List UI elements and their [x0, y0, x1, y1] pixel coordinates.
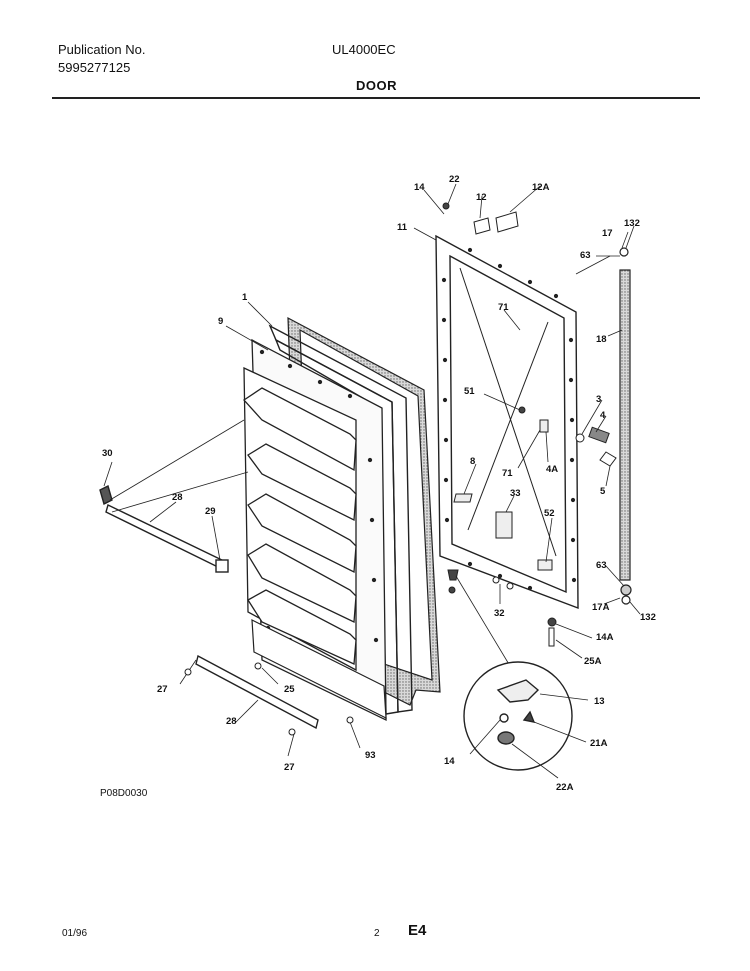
publication-label: Publication No.	[58, 42, 146, 57]
section-title: DOOR	[356, 78, 397, 93]
publication-number: 5995277125	[58, 60, 131, 75]
callout-14-detail: 14	[444, 756, 455, 767]
door-hardware	[442, 202, 553, 571]
footer-date: 01/96	[62, 928, 88, 939]
leader-lines-left	[103, 301, 361, 757]
callout-93: 93	[365, 750, 376, 761]
bottom-trim-bar	[195, 654, 319, 730]
callout-30: 30	[102, 448, 113, 459]
callout-12: 12	[476, 192, 487, 203]
callout-63-bottom: 63	[596, 560, 607, 571]
hinge-parts	[575, 426, 617, 467]
callout-28-top: 28	[172, 492, 183, 503]
callout-21A: 21A	[590, 738, 608, 749]
callout-4A: 4A	[546, 464, 558, 475]
door-panel	[435, 234, 579, 610]
callout-63-top: 63	[580, 250, 591, 261]
callout-22A: 22A	[556, 782, 574, 793]
callout-9: 9	[218, 316, 223, 327]
callout-71-top: 71	[498, 302, 509, 313]
callout-3: 3	[596, 394, 601, 405]
figure-code: P08D0030	[100, 788, 148, 799]
page-number: 2	[374, 928, 380, 939]
callout-12A: 12A	[532, 182, 550, 193]
callout-25: 25	[284, 684, 295, 695]
callout-17A: 17A	[592, 602, 610, 613]
footer-code: E4	[408, 922, 427, 939]
callout-27-bottom: 27	[284, 762, 295, 773]
callout-17: 17	[602, 228, 613, 239]
callout-1: 1	[242, 292, 248, 303]
callout-27-left: 27	[157, 684, 168, 695]
callout-25A: 25A	[584, 656, 602, 667]
callout-14A: 14A	[596, 632, 614, 643]
callout-32: 32	[494, 608, 505, 619]
leader-lines-right	[413, 183, 641, 667]
model-number: UL4000EC	[332, 42, 396, 57]
door-bottom-panel	[251, 618, 387, 720]
door-liner	[243, 338, 387, 722]
callout-51: 51	[464, 386, 475, 397]
callout-22: 22	[449, 174, 460, 185]
callout-33: 33	[510, 488, 521, 499]
callout-4: 4	[600, 410, 606, 421]
shelf-retainer-bar	[99, 484, 229, 573]
hinge-rod	[619, 247, 632, 605]
callout-13: 13	[594, 696, 605, 707]
callout-29: 29	[205, 506, 216, 517]
callout-5: 5	[600, 486, 606, 497]
callout-132-bottom: 132	[640, 612, 656, 623]
callout-71-bottom: 71	[502, 468, 513, 479]
callout-8: 8	[470, 456, 475, 467]
callout-52: 52	[544, 508, 555, 519]
callout-28-bottom: 28	[226, 716, 237, 727]
callout-14-top: 14	[414, 182, 425, 193]
detail-inset	[463, 661, 589, 779]
bottom-fasteners	[447, 569, 557, 647]
header-rule	[52, 97, 700, 99]
callout-132-top: 132	[624, 218, 640, 229]
callout-11: 11	[397, 222, 408, 233]
screws-left	[184, 662, 354, 736]
callout-18: 18	[596, 334, 607, 345]
